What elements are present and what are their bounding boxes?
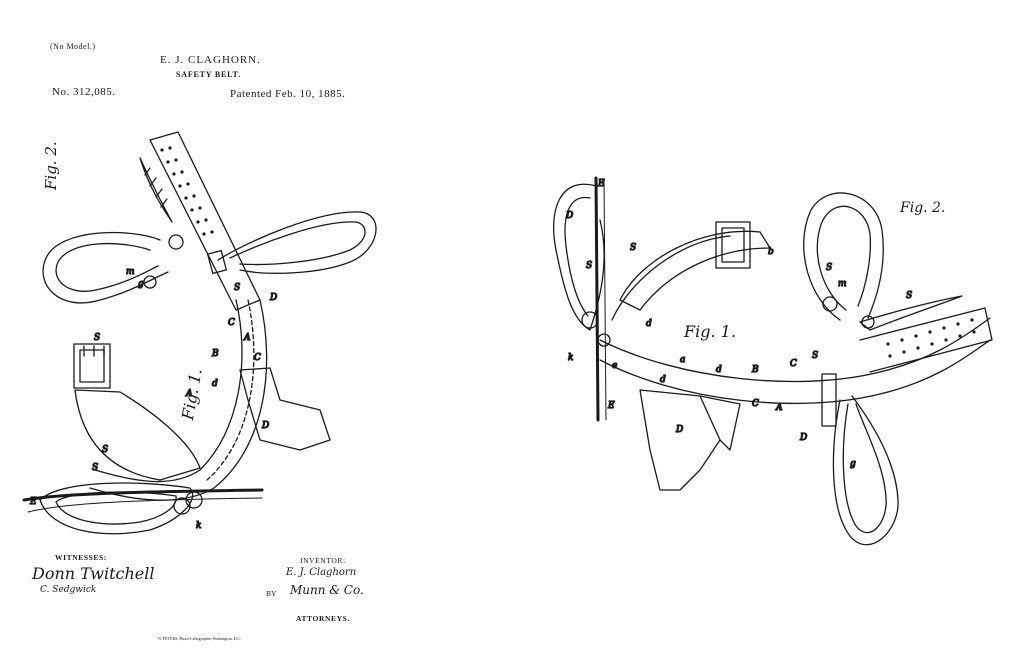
right-quill bbox=[859, 295, 963, 331]
fig1-right-label: Fig. 1. bbox=[684, 322, 736, 341]
fig2-right-label: Fig. 2. bbox=[900, 200, 946, 216]
patent-date: Patented Feb. 10, 1885. bbox=[230, 88, 346, 100]
svg-text:B: B bbox=[751, 365, 759, 375]
svg-text:d: d bbox=[212, 379, 218, 389]
right-perforated-strap bbox=[859, 307, 993, 373]
svg-text:g: g bbox=[138, 279, 144, 289]
witness-signature-1: Donn Twitchell bbox=[32, 564, 155, 583]
strap-holes bbox=[160, 146, 214, 236]
svg-text:S: S bbox=[102, 445, 108, 455]
pole-rope bbox=[594, 176, 600, 422]
hanging-clip bbox=[821, 373, 837, 427]
svg-text:a: a bbox=[680, 355, 685, 365]
right-belt-drawing: E D S S b d k e d a d B C S C A D D g m bbox=[552, 176, 993, 546]
svg-text:d: d bbox=[716, 365, 722, 375]
svg-text:D: D bbox=[799, 433, 807, 443]
right-belt-lower-edge bbox=[599, 339, 991, 405]
right-tool-pocket bbox=[639, 389, 721, 491]
attorney-signature: Munn & Co. bbox=[290, 583, 364, 597]
svg-text:A: A bbox=[775, 403, 783, 413]
svg-text:S: S bbox=[586, 261, 592, 271]
svg-text:D: D bbox=[565, 211, 573, 221]
svg-text:S: S bbox=[234, 283, 240, 293]
svg-text:g: g bbox=[850, 459, 856, 469]
top-strap-loop bbox=[217, 211, 377, 274]
right-strap-holes bbox=[886, 318, 976, 358]
svg-text:m: m bbox=[126, 267, 135, 277]
by-label: BY bbox=[266, 589, 277, 598]
svg-text:k: k bbox=[196, 521, 201, 531]
svg-text:C: C bbox=[228, 318, 235, 328]
hanging-strap-loop bbox=[832, 395, 899, 546]
svg-text:e: e bbox=[612, 361, 617, 371]
belt-buckle bbox=[73, 343, 111, 389]
quill-tip bbox=[139, 157, 173, 223]
svg-text:S: S bbox=[94, 333, 100, 343]
svg-text:B: B bbox=[211, 349, 219, 359]
svg-text:d: d bbox=[646, 319, 652, 329]
svg-text:d: d bbox=[660, 375, 666, 385]
svg-text:A: A bbox=[243, 333, 251, 343]
svg-text:D: D bbox=[261, 421, 269, 431]
svg-text:S: S bbox=[826, 263, 832, 273]
belt-outer-edge bbox=[94, 299, 243, 483]
svg-text:S: S bbox=[630, 243, 636, 253]
attorneys-heading: ATTORNEYS. bbox=[296, 614, 350, 623]
witnesses-heading: WITNESSES: bbox=[55, 553, 107, 562]
right-snap-hook bbox=[803, 192, 884, 321]
svg-text:D: D bbox=[269, 293, 277, 303]
svg-text:k: k bbox=[568, 353, 573, 363]
svg-text:C: C bbox=[254, 353, 261, 363]
inventor-signature: E. J. Claghorn bbox=[286, 567, 357, 578]
witness-signature-2: C. Sedgwick bbox=[40, 585, 97, 595]
svg-text:b: b bbox=[768, 247, 774, 257]
svg-text:m: m bbox=[838, 279, 847, 289]
rope bbox=[22, 488, 264, 502]
fig2-left-label: Fig. 2. bbox=[42, 141, 60, 190]
svg-text:C: C bbox=[790, 359, 797, 369]
patent-title: SAFETY BELT. bbox=[176, 70, 241, 79]
model-note: (No Model.) bbox=[50, 42, 96, 51]
right-belt-upper-edge bbox=[599, 317, 991, 383]
left-belt-drawing: C S D B A d S C D m g S A E k S bbox=[22, 131, 377, 535]
tool-pocket bbox=[239, 367, 331, 451]
svg-text:S: S bbox=[906, 291, 912, 301]
svg-text:E: E bbox=[597, 179, 605, 189]
belt-pad bbox=[74, 389, 201, 481]
hook-pivot bbox=[143, 275, 157, 289]
svg-text:D: D bbox=[675, 425, 683, 435]
svg-text:C: C bbox=[752, 399, 759, 409]
engraver-credit: N. PETERS, Photo-Lithographer, Washingto… bbox=[158, 636, 242, 641]
svg-text:E: E bbox=[29, 497, 37, 507]
svg-text:S: S bbox=[812, 351, 818, 361]
inventor-name: E. J. CLAGHORN. bbox=[160, 54, 261, 66]
svg-text:S: S bbox=[92, 463, 98, 473]
right-buckle bbox=[715, 221, 751, 269]
patent-number: No. 312,085. bbox=[52, 86, 116, 98]
right-belt-pad bbox=[619, 230, 771, 311]
lower-snap-hook bbox=[39, 482, 194, 535]
upper-snap-hook bbox=[42, 231, 169, 304]
right-left-snap-hook bbox=[552, 183, 605, 331]
svg-text:E: E bbox=[607, 401, 615, 411]
loop-ring bbox=[207, 249, 227, 275]
belt-inner-edge bbox=[89, 299, 268, 501]
inventor-heading: INVENTOR: bbox=[300, 556, 346, 565]
svg-text:A: A bbox=[185, 389, 193, 399]
